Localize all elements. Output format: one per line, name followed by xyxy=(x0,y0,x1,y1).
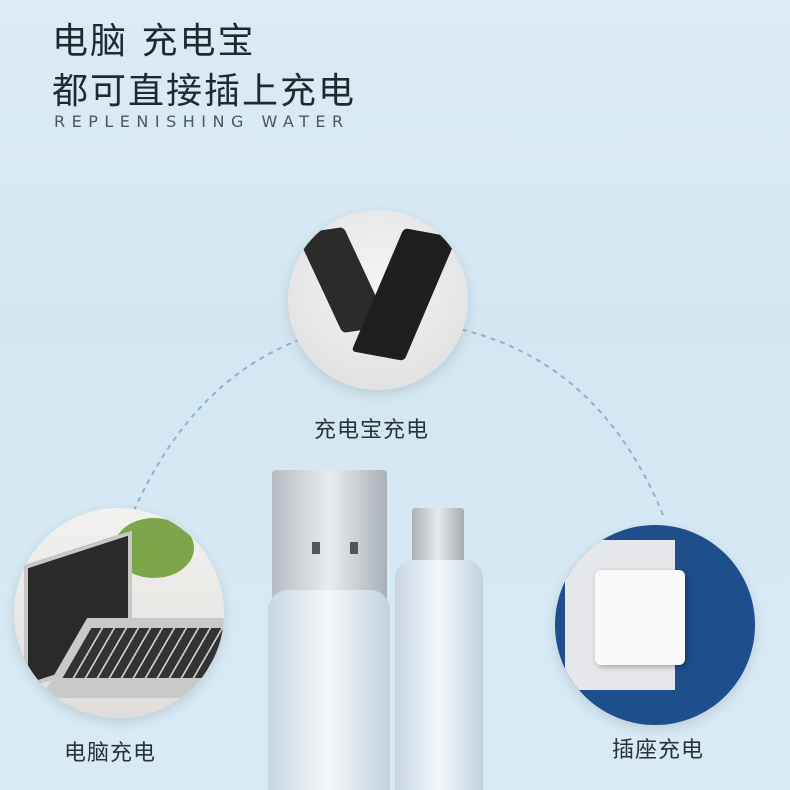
keys xyxy=(62,628,224,678)
socket-image xyxy=(555,525,755,725)
power-bank-image xyxy=(288,210,468,390)
usb-hole-icon xyxy=(350,542,358,554)
headline-line2: 都可直接插上充电 xyxy=(52,71,357,112)
usb-hole-icon xyxy=(312,542,320,554)
usb-a-housing xyxy=(268,590,390,790)
charger-icon xyxy=(595,570,685,665)
subtitle: REPLENISHING WATER xyxy=(54,112,350,131)
usb-a-plug xyxy=(272,470,387,605)
caption-power-bank: 充电宝充电 xyxy=(314,418,430,443)
micro-usb-housing xyxy=(395,560,483,790)
laptop-image xyxy=(14,508,224,718)
micro-usb-plug xyxy=(412,508,464,568)
headline-line1: 电脑 充电宝 xyxy=(52,21,256,62)
caption-laptop: 电脑充电 xyxy=(64,741,157,766)
caption-socket: 插座充电 xyxy=(612,738,705,763)
